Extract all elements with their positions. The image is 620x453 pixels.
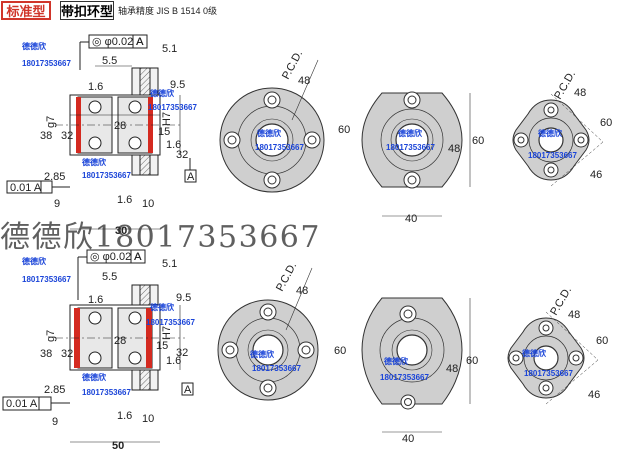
dim-5-5: 5.5	[102, 55, 117, 67]
flatness-label: ◎ φ0.02 A	[92, 36, 144, 48]
dim-9-5: 9.5	[170, 79, 185, 91]
dim-48-6: 48	[568, 309, 580, 321]
wm-name-11: 德德欣	[384, 356, 409, 366]
dim-48-3: 48	[574, 87, 586, 99]
wm-name-7: 德德欣	[257, 128, 282, 138]
dim-48-2: 48	[448, 143, 460, 155]
wm-name-9: 德德欣	[538, 128, 563, 138]
wm-name-2: 德德欣	[150, 88, 175, 98]
dim-60-6: 60	[596, 335, 608, 347]
wm-name-12: 德德欣	[522, 348, 547, 358]
wm-phone-6: 18017353667	[82, 388, 131, 397]
round-flange-view-top: P.C.D. 48 60 德德欣 18017353667	[219, 48, 350, 193]
dim-5-5-b: 5.5	[102, 271, 117, 283]
datum-a-label: A	[136, 36, 144, 48]
runout-label: 0.01 A	[10, 182, 42, 194]
dim-48-5: 48	[446, 363, 458, 375]
retaining-ring-type-tag: 带扣环型	[60, 1, 114, 20]
round-flange-view-bottom: P.C.D. 48 60 德德欣 18017353667	[217, 260, 346, 401]
wm-phone-8: 18017353667	[386, 143, 435, 152]
dim-60-3: 60	[600, 117, 612, 129]
roughness-b1: 1.6	[88, 294, 103, 306]
roughness-b2: 1.6	[166, 355, 181, 367]
dim-40-2: 40	[402, 433, 414, 445]
length-50: 50	[112, 440, 124, 452]
wm-phone-2: 18017353667	[148, 103, 197, 112]
datum-a-label-b: A	[134, 251, 142, 263]
dim-10: 10	[142, 198, 154, 210]
large-watermark: 德德欣18017353667	[0, 220, 321, 255]
dim-5-1: 5.1	[162, 43, 177, 55]
bearing-ring-red-right-b	[146, 308, 152, 368]
wm-phone-4: 18017353667	[22, 275, 71, 284]
dim-46-2: 46	[588, 389, 600, 401]
datum-a-marker: A	[187, 171, 195, 183]
dim-32-right-b: 32	[176, 347, 188, 359]
dim-5-1-b: 5.1	[162, 258, 177, 270]
dim-32: 32	[61, 130, 73, 142]
dim-48-4: 48	[296, 285, 308, 297]
dim-2-85: 2.85	[44, 171, 65, 183]
flat-flange-view-bottom: 48 60 40 德德欣 18017353667	[361, 297, 478, 445]
dim-40-1: 40	[405, 213, 417, 225]
dim-60-4: 60	[334, 345, 346, 357]
dim-48-1: 48	[298, 75, 310, 87]
diamond-flange-view-top: P.C.D. 48 60 46 德德欣 18017353667	[512, 69, 612, 187]
g7-fit-b: g7	[45, 330, 57, 342]
wm-phone-12: 18017353667	[524, 369, 573, 378]
g7-fit: g7	[45, 116, 57, 128]
roughness-b3: 1.6	[117, 410, 132, 422]
roughness-1: 1.6	[88, 81, 103, 93]
dim-46-1: 46	[590, 169, 602, 181]
bottom-section-view: ◎ φ0.02 A A 5.1 5.5 9.5 38 32 g7 28 15 3…	[2, 249, 195, 452]
dim-28-b: 28	[114, 335, 126, 347]
top-section-view: ◎ φ0.02 A A 5.1 5.5 9.5 38 32 g7 28 15 3…	[6, 34, 197, 237]
dim-9: 9	[54, 198, 60, 210]
dim-10-b: 10	[142, 413, 154, 425]
runout-label-b: 0.01 A	[6, 398, 38, 410]
dim-15: 15	[158, 126, 170, 138]
dim-38: 38	[40, 130, 52, 142]
wm-phone-3: 18017353667	[82, 171, 131, 180]
dim-9-5-b: 9.5	[176, 292, 191, 304]
h7-fit-b: H7	[161, 326, 173, 340]
diamond-flange-view-bottom: P.C.D. 48 60 46 德德欣 18017353667	[507, 285, 608, 405]
dim-15-b: 15	[156, 340, 168, 352]
wm-name-8: 德德欣	[398, 128, 423, 138]
wm-name-6: 德德欣	[82, 372, 107, 382]
dim-60-2: 60	[472, 135, 484, 147]
dim-9-b: 9	[52, 416, 58, 428]
bearing-precision-spec: 轴承精度 JIS B 1514 0级	[118, 6, 218, 16]
wm-name-3: 德德欣	[82, 157, 107, 167]
dim-60-5: 60	[466, 355, 478, 367]
wm-phone-10: 18017353667	[252, 364, 301, 373]
flat-flange-view-top: 48 60 40 德德欣 18017353667	[361, 91, 484, 225]
datum-a-marker-b: A	[184, 384, 192, 396]
wm-phone-11: 18017353667	[380, 373, 429, 382]
dim-32-right: 32	[176, 149, 188, 161]
wm-name-4: 德德欣	[22, 256, 47, 266]
dim-60-1: 60	[338, 124, 350, 136]
dim-32-b: 32	[61, 348, 73, 360]
dim-2-85-b: 2.85	[44, 384, 65, 396]
roughness-3: 1.6	[117, 194, 132, 206]
length-30: 30	[115, 225, 127, 237]
wm-phone-1: 18017353667	[22, 59, 71, 68]
wm-phone-7: 18017353667	[255, 143, 304, 152]
dim-38-b: 38	[40, 348, 52, 360]
wm-name-5: 德德欣	[150, 302, 175, 312]
flatness-label-b: ◎ φ0.02 A	[90, 251, 142, 263]
bearing-ring-red-right	[148, 97, 153, 153]
dim-28: 28	[114, 120, 126, 132]
h7-fit: H7	[161, 112, 173, 126]
standard-type-tag: 标准型	[1, 1, 51, 20]
roughness-2: 1.6	[166, 139, 181, 151]
wm-name-10: 德德欣	[250, 349, 275, 359]
wm-phone-9: 18017353667	[528, 151, 577, 160]
wm-name-1: 德德欣	[22, 41, 47, 51]
wm-phone-5: 18017353667	[146, 318, 195, 327]
bore	[255, 123, 289, 157]
